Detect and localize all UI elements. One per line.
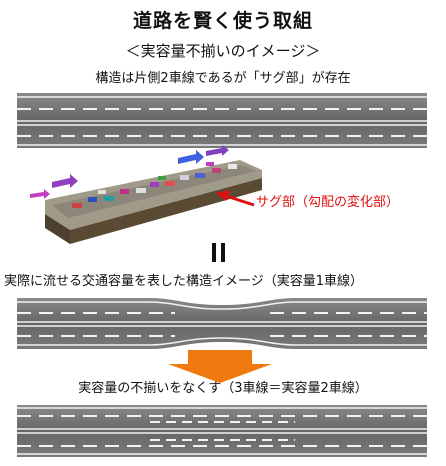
caption-goal: 実容量の不揃いをなくす（3車線＝実容量2車線） [78, 381, 368, 396]
caption-actual-capacity: 実際に流せる交通容量を表した構造イメージ（実容量1車線） [4, 274, 364, 289]
road-structure [17, 93, 427, 148]
down-arrow-icon [168, 350, 272, 383]
motion-arrow-icons [30, 145, 229, 199]
caption-structure: 構造は片側2車線であるが「サグ部」が存在 [95, 71, 351, 86]
sag-label: サグ部（勾配の変化部） [256, 195, 400, 210]
sag-illustration [30, 145, 262, 244]
road-actual-capacity [17, 298, 427, 349]
car-icons [72, 162, 237, 208]
road-goal [17, 405, 427, 457]
equals-icon [212, 243, 225, 262]
page-title: 道路を賢く使う取組 [132, 10, 313, 32]
sag-pointer-arrow [216, 190, 255, 207]
subtitle: ＜実容量不揃いのイメージ＞ [125, 42, 321, 60]
